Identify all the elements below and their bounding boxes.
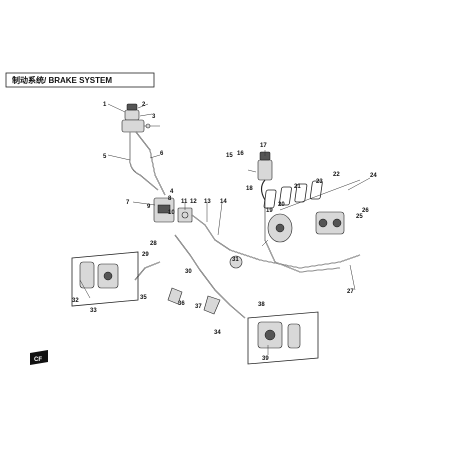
callout-30: 30 — [185, 269, 192, 275]
callout-23: 23 — [316, 179, 323, 185]
callout-12: 12 — [190, 199, 197, 205]
front-brake-hoses — [129, 131, 166, 196]
cf-logo: CF — [30, 350, 48, 365]
callout-18: 18 — [246, 186, 253, 192]
callout-15: 15 — [226, 153, 233, 159]
callout-7: 7 — [126, 200, 130, 206]
callout-33: 33 — [90, 308, 97, 314]
callout-13: 13 — [204, 199, 211, 205]
callout-19: 19 — [266, 208, 273, 214]
callout-32: 32 — [72, 298, 79, 304]
callout-labels: 1 2 3 4 5 6 7 8 9 10 11 12 13 14 15 16 1… — [72, 102, 377, 362]
callout-39: 39 — [262, 356, 269, 362]
callout-35: 35 — [140, 295, 147, 301]
callout-1: 1 — [103, 102, 107, 108]
front-master-cylinder — [121, 103, 160, 133]
callout-6: 6 — [160, 151, 164, 157]
rear-brake-pads — [263, 179, 361, 211]
callout-3: 3 — [152, 114, 156, 120]
callout-11: 11 — [181, 199, 188, 205]
front-caliper-right — [247, 311, 319, 365]
callout-8: 8 — [168, 196, 172, 202]
diagram-title: 制动系统/ BRAKE SYSTEM — [12, 75, 112, 85]
callout-29: 29 — [142, 252, 149, 258]
front-caliper-left — [71, 251, 139, 307]
callout-34: 34 — [214, 330, 221, 336]
rear-caliper-right — [315, 211, 345, 235]
callout-10: 10 — [168, 210, 175, 216]
callout-24: 24 — [370, 173, 377, 179]
callout-27: 27 — [347, 289, 354, 295]
callout-2: 2 — [142, 102, 146, 108]
callout-38: 38 — [258, 302, 265, 308]
callout-4: 4 — [170, 189, 174, 195]
callout-28: 28 — [150, 241, 157, 247]
callout-20: 20 — [278, 202, 285, 208]
callout-9: 9 — [147, 204, 151, 210]
callout-22: 22 — [333, 172, 340, 178]
callout-16: 16 — [237, 151, 244, 157]
callout-26: 26 — [362, 208, 369, 214]
callout-17: 17 — [260, 143, 267, 149]
callout-37: 37 — [195, 304, 202, 310]
callout-14: 14 — [220, 199, 227, 205]
callout-31: 31 — [232, 257, 239, 263]
hose-brackets — [167, 255, 243, 315]
callout-25: 25 — [356, 214, 363, 220]
rear-master-cylinder — [257, 151, 273, 201]
brake-pedal — [261, 213, 293, 247]
callout-36: 36 — [178, 301, 185, 307]
logo-text: CF — [34, 357, 42, 363]
title-box: 制动系统/ BRAKE SYSTEM — [5, 72, 155, 88]
callout-5: 5 — [103, 154, 107, 160]
leader-lines — [79, 103, 371, 355]
callout-21: 21 — [294, 184, 301, 190]
